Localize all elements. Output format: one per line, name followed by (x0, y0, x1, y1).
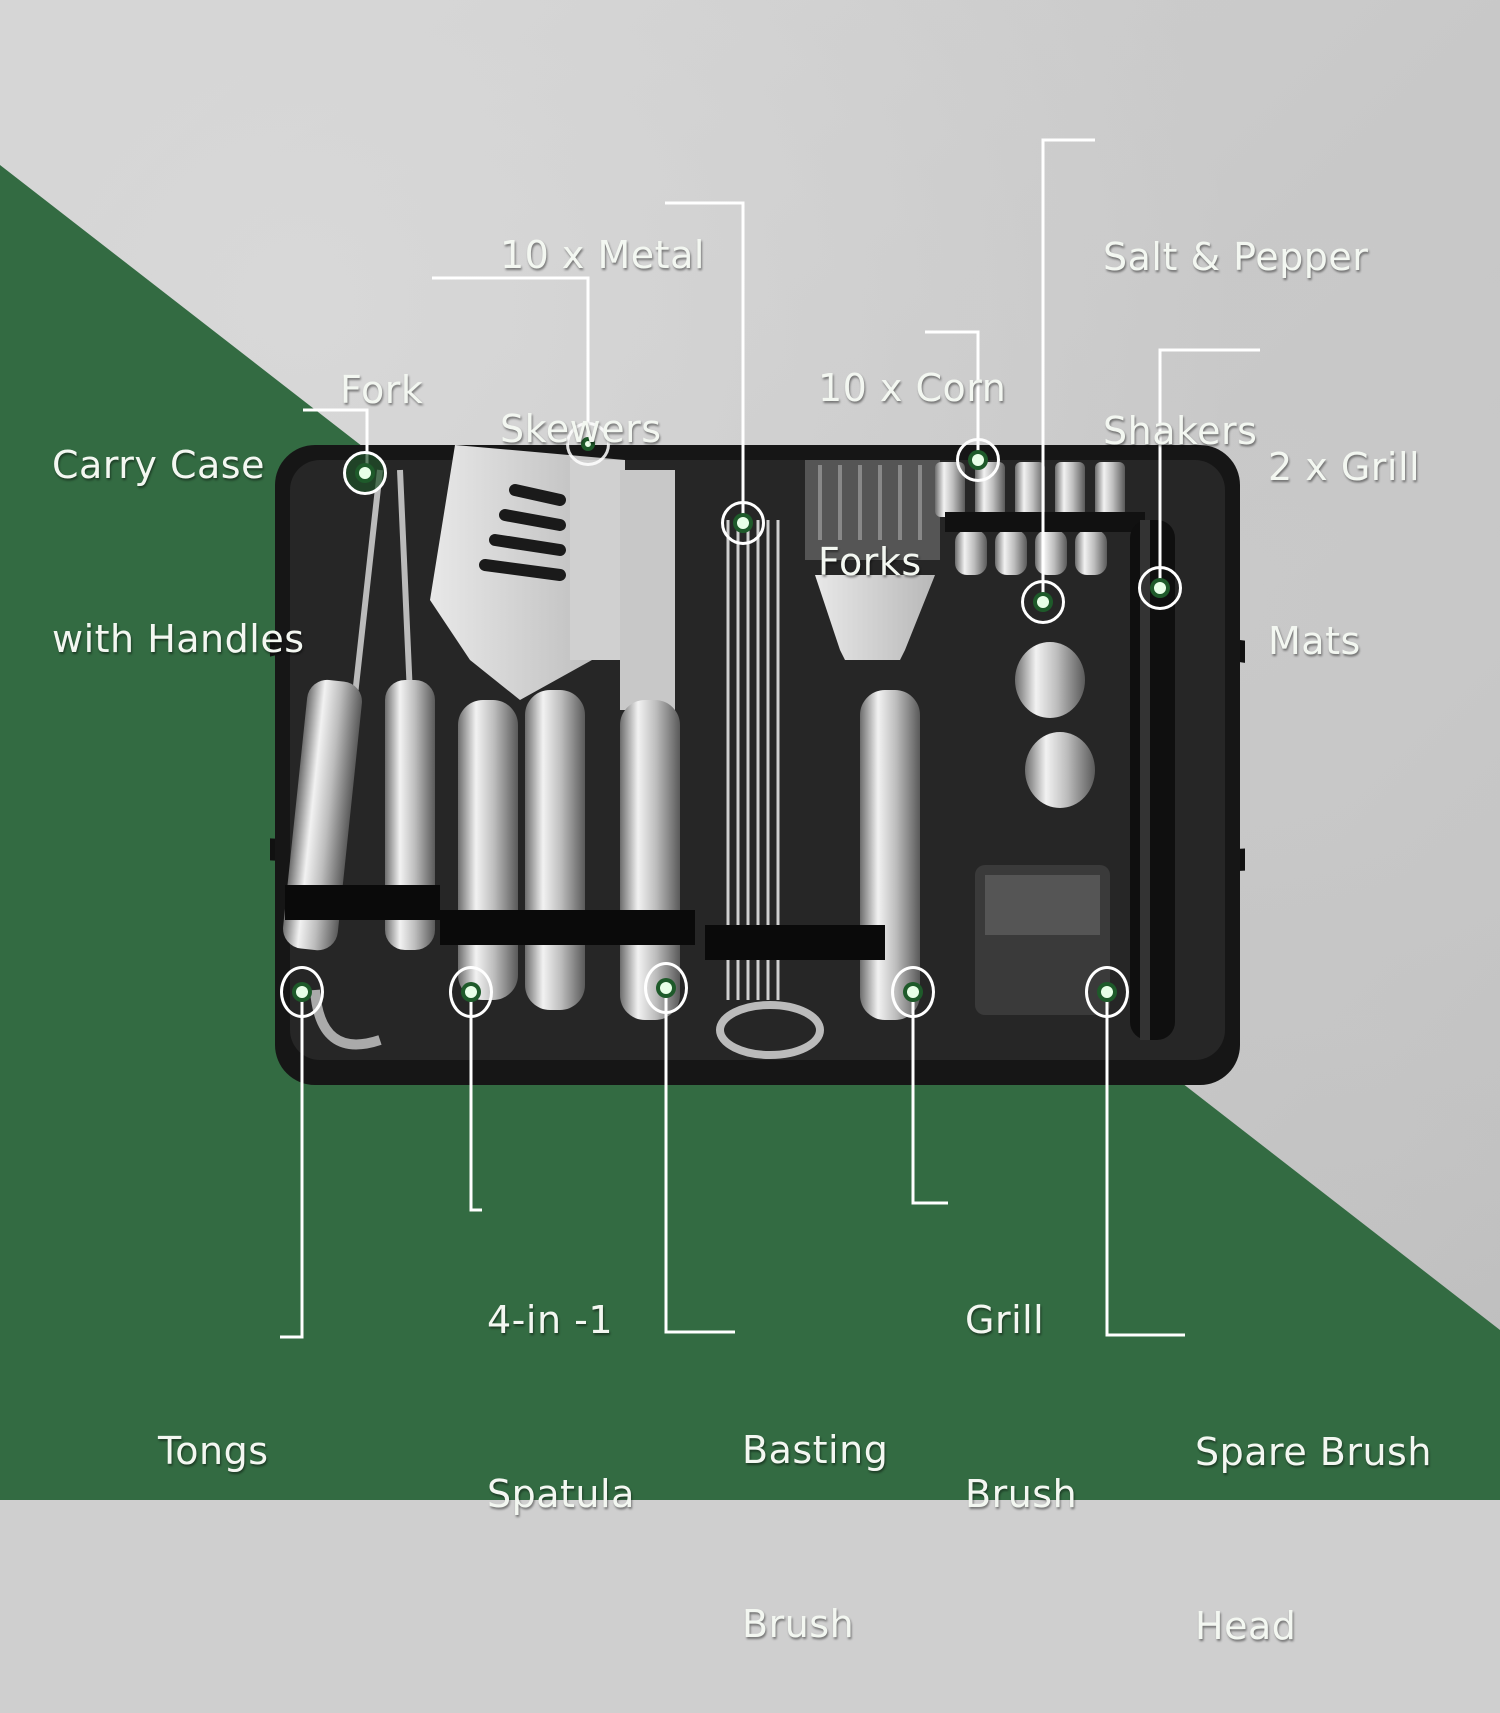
callout-line: 2 x Grill (1268, 445, 1421, 489)
callout-fork: Fork (340, 245, 423, 477)
callout-leader-lines (280, 138, 1260, 1339)
tongs-marker[interactable] (280, 966, 324, 1018)
callout-line: Grill (965, 1298, 1045, 1342)
shakers-marker[interactable] (1021, 580, 1065, 624)
callout-line: Basting (742, 1428, 889, 1472)
basting-brush-marker[interactable] (644, 962, 688, 1014)
callout-line: with Handles (52, 617, 305, 661)
callout-line: Head (1195, 1604, 1297, 1648)
grill-brush-marker[interactable] (891, 966, 935, 1018)
callout-line: Spatula (487, 1472, 635, 1516)
carry-case-marker[interactable] (343, 451, 387, 495)
callout-line: Spare Brush (1195, 1430, 1432, 1474)
spare-brush-head-marker[interactable] (1085, 966, 1129, 1018)
callout-spare-brush-head: Spare Brush Head (1195, 1307, 1432, 1713)
callout-line: Brush (742, 1602, 855, 1646)
callout-line: 10 x Metal (500, 233, 705, 277)
callout-carry-case: Carry Case with Handles (52, 320, 305, 726)
callout-grill-mats: 2 x Grill Mats (1268, 322, 1420, 728)
callout-line: Shakers (1103, 409, 1258, 453)
callout-metal-skewers: 10 x Metal Skewers (500, 110, 705, 516)
callout-corn-forks: 10 x Corn Forks (818, 243, 1006, 649)
callout-line: Forks (818, 540, 922, 584)
callout-line: Brush (965, 1472, 1078, 1516)
callout-line: Tongs (158, 1429, 269, 1473)
callout-line: Carry Case (52, 443, 265, 487)
corn-forks-marker[interactable] (956, 438, 1000, 482)
callout-basting-brush: Basting Brush (742, 1305, 888, 1711)
callout-line: Fork (340, 368, 424, 412)
grill-mats-marker[interactable] (1138, 566, 1182, 610)
callout-tongs: Tongs (158, 1306, 269, 1538)
callout-line: 4-in -1 (487, 1298, 613, 1342)
callout-spatula: 4-in -1 Spatula (487, 1175, 635, 1581)
callout-line: Skewers (500, 407, 662, 451)
callout-line: 10 x Corn (818, 366, 1007, 410)
callout-line: Salt & Pepper (1103, 235, 1369, 279)
callout-grill-brush: Grill Brush (965, 1175, 1077, 1581)
spatula-marker[interactable] (449, 966, 493, 1018)
bbq-tool-case-illustration (270, 445, 1245, 1085)
skewers-marker[interactable] (721, 501, 765, 545)
callout-line: Mats (1268, 619, 1361, 663)
callout-salt-pepper: Salt & Pepper Shakers (1103, 112, 1368, 518)
fork-marker[interactable] (566, 422, 610, 466)
